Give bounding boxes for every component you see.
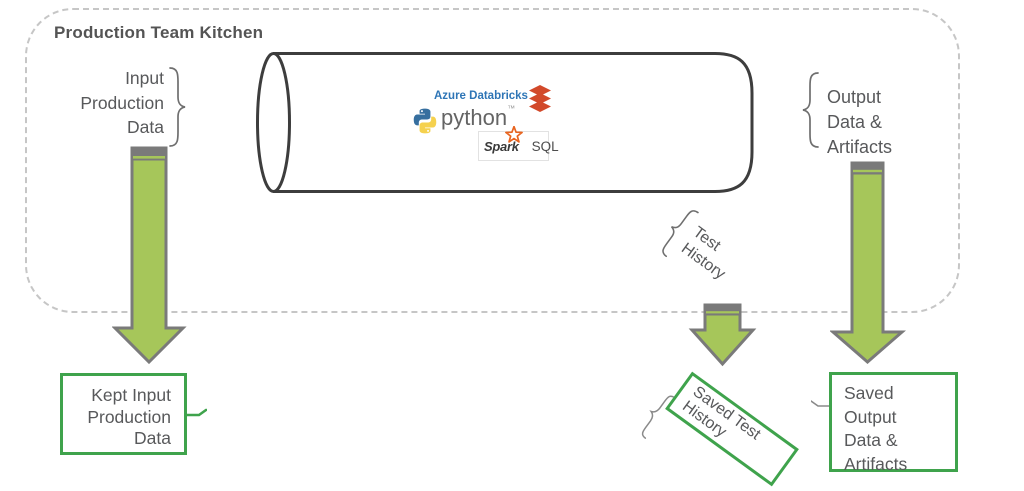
sql-logo-text: SQL — [531, 138, 559, 154]
kept-input-production-data-box: Kept Input Production Data — [60, 373, 187, 455]
diagram-title: Production Team Kitchen — [54, 23, 264, 42]
curly-brace-icon — [641, 395, 676, 439]
spark-sql-logo: Spark SQL — [478, 126, 559, 161]
databricks-icon — [529, 85, 551, 112]
spark-logo-text: Spark — [484, 138, 519, 154]
python-logo-text: python™ — [441, 104, 516, 130]
connector-tick-icon — [187, 408, 207, 417]
input-flow-arrow-icon — [112, 146, 187, 365]
saved-test-history-box: Saved Test History — [665, 371, 799, 487]
output-data-artifacts-label: Output Data & Artifacts — [827, 87, 893, 157]
test-history-arrow-icon — [688, 303, 757, 367]
curly-brace-icon — [662, 210, 699, 258]
python-trademark: ™ — [507, 104, 516, 113]
output-flow-arrow-icon — [830, 161, 906, 364]
input-production-data-label: Input Production Data — [80, 68, 164, 137]
python-icon — [413, 108, 437, 134]
test-history-label: Test History — [653, 202, 746, 292]
pipeline-cylinder — [256, 52, 754, 193]
connector-tick-icon — [811, 400, 830, 407]
azure-databricks-logo-text: Azure Databricks — [434, 90, 528, 102]
curly-brace-icon — [169, 67, 186, 147]
curly-brace-icon — [802, 72, 819, 148]
spark-star-icon — [505, 126, 523, 143]
saved-output-data-artifacts-box: Saved Output Data & Artifacts — [829, 372, 958, 474]
